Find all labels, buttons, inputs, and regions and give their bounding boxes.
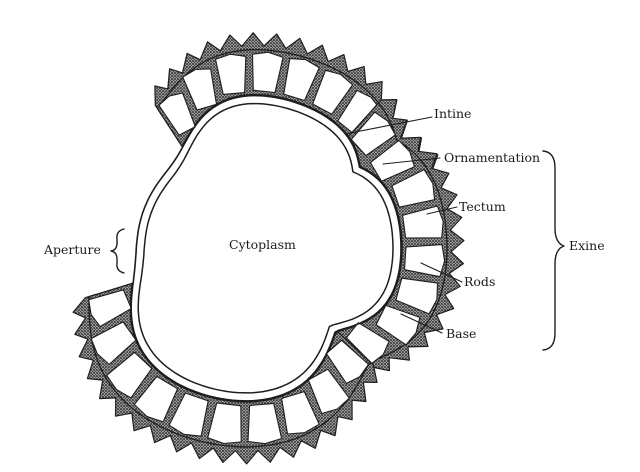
- ornamentation-leader: [382, 157, 441, 165]
- cytoplasm-label: Cytoplasm: [228, 237, 297, 252]
- intine-leader: [344, 116, 433, 135]
- rod-cell: [395, 277, 439, 315]
- aperture-bracket: [110, 228, 125, 274]
- exine-bracket: [542, 150, 565, 351]
- rods-label: Rods: [464, 274, 496, 289]
- rod-cell: [90, 321, 137, 365]
- cytoplasm-body: [137, 102, 394, 394]
- ornamentation-label: Ornamentation: [444, 150, 541, 165]
- rod-cell: [325, 339, 370, 385]
- rod-cell: [214, 53, 247, 95]
- rod-cell: [312, 69, 354, 115]
- rod-cell: [247, 402, 283, 445]
- exine-wall: [72, 32, 465, 465]
- rod-cell: [168, 392, 209, 437]
- base-label: Base: [446, 326, 477, 341]
- rod-cell: [391, 169, 436, 208]
- tectum-label: Tectum: [459, 199, 506, 214]
- rod-cell: [251, 51, 284, 94]
- rod-cell: [158, 92, 196, 136]
- rod-cell: [88, 289, 132, 328]
- rod-cell: [182, 68, 218, 111]
- intine-label: Intine: [434, 106, 472, 121]
- tectum-leader: [426, 206, 458, 215]
- rod-cell: [207, 402, 242, 445]
- base-leader: [400, 313, 443, 334]
- rod-cell: [307, 368, 350, 415]
- aperture-label: Aperture: [44, 242, 101, 257]
- intine-wall: [130, 94, 402, 402]
- rod-cell: [375, 304, 421, 346]
- rod-cell: [133, 375, 179, 423]
- rod-cell: [283, 58, 320, 102]
- rod-cell: [369, 139, 416, 182]
- exine-label: Exine: [569, 238, 605, 253]
- rod-cell: [402, 205, 444, 239]
- rod-cell: [350, 111, 396, 157]
- rods-leader: [420, 262, 463, 283]
- rod-cell: [106, 351, 153, 399]
- leader-lines: [344, 116, 463, 334]
- rod-cell: [345, 322, 390, 364]
- rod-cell: [403, 244, 446, 278]
- rod-cell: [281, 391, 320, 435]
